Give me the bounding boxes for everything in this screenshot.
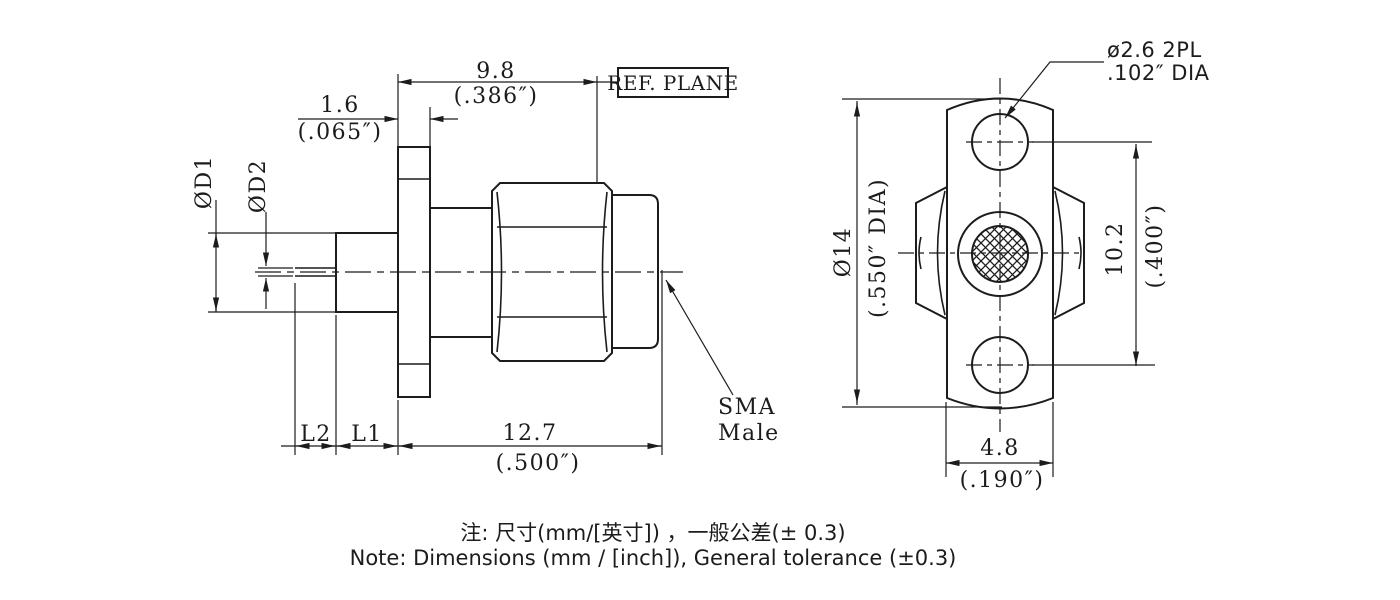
- flange-side: [397, 146, 431, 398]
- dim-9-8-mm: 9.8: [476, 59, 516, 84]
- mounting-hole-top: [971, 113, 1029, 171]
- dim-1-6-in: (.065″): [298, 120, 383, 145]
- dim-4-8: 4.8 (.190″): [945, 402, 1054, 493]
- part-label: SMA Male: [665, 279, 780, 446]
- dim-12-7-mm: 12.7: [503, 421, 558, 446]
- note-line-en: Note: Dimensions (mm / [inch]), General …: [350, 546, 957, 570]
- hole-callout-line1: ø2.6 2PL: [1107, 38, 1202, 62]
- dim-o14: Ø14 (.550″ DIA): [831, 98, 1002, 408]
- dim-d1: ØD1: [192, 155, 336, 313]
- dim-d2: ØD2: [246, 159, 293, 309]
- notes: 注: 尺寸(mm/[英寸]) ，一般公差(± 0.3) Note: Dimens…: [350, 521, 957, 570]
- dim-d1-label: ØD1: [192, 155, 217, 209]
- ref-plane-box: [617, 67, 729, 98]
- dim-l2-label: L2: [300, 422, 332, 447]
- dim-4-8-mm: 4.8: [980, 436, 1020, 461]
- dim-9-8: 9.8 (.386″): [397, 59, 597, 147]
- note-line-zh: 注: 尺寸(mm/[英寸]) ，一般公差(± 0.3): [460, 521, 845, 545]
- hex-nut: [491, 182, 613, 362]
- dim-o14-in: (.550″ DIA): [866, 178, 891, 318]
- dim-1-6: 1.6 (.065″): [298, 93, 458, 147]
- dim-4-8-in: (.190″): [960, 468, 1045, 493]
- dim-9-8-in: (.386″): [454, 84, 539, 109]
- dim-10-2-mm: 10.2: [1103, 222, 1128, 277]
- center-contact-hatched: [971, 225, 1029, 283]
- hole-callout: ø2.6 2PL .102″ DIA: [1004, 38, 1210, 119]
- dim-l1-label: L1: [351, 422, 383, 447]
- front-view: Ø14 (.550″ DIA) 10.2 (.400″) 4.8 (.190″)…: [831, 38, 1210, 493]
- ref-plane: REF. PLANE: [596, 67, 738, 183]
- dim-12-7-in: (.500″): [496, 451, 581, 476]
- center-pin: [295, 267, 336, 277]
- flange-front: [946, 97, 1054, 410]
- hole-callout-line2: .102″ DIA: [1107, 61, 1210, 85]
- part-name-line1: SMA: [718, 395, 776, 420]
- dim-o14-mm: Ø14: [831, 227, 856, 278]
- mounting-hole-bottom: [971, 336, 1029, 394]
- dielectric-circle: [957, 211, 1043, 297]
- dim-bottom: L2 L1 12.7 (.500″): [281, 270, 663, 476]
- part-name-line2: Male: [718, 421, 780, 446]
- dim-10-2: 10.2 (.400″): [1032, 141, 1168, 366]
- ref-plane-label: REF. PLANE: [607, 71, 738, 95]
- dim-1-6-mm: 1.6: [320, 93, 360, 118]
- dim-10-2-in: (.400″): [1143, 204, 1168, 289]
- side-view: REF. PLANE 9.8 (.386″) 1.6 (.065″) ØD1: [192, 59, 780, 476]
- barrel: [430, 207, 492, 338]
- coupling-end: [612, 194, 659, 349]
- dim-d2-label: ØD2: [246, 159, 271, 213]
